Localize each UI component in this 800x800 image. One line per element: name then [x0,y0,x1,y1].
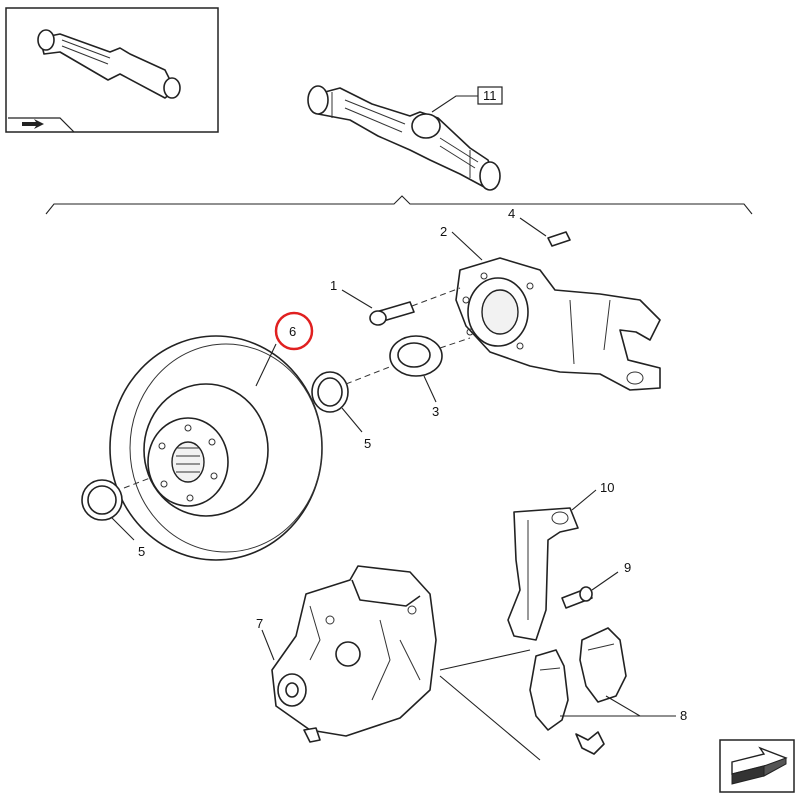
screw-part[interactable] [561,586,593,609]
callout-2[interactable]: 2 [440,224,447,239]
next-page-arrow-icon[interactable] [719,739,795,793]
axle-overview-icon [37,29,181,99]
brake-disc-part[interactable] [109,335,323,561]
callout-11-box [477,86,503,105]
overview-arrow-icon [22,119,44,129]
callout-5-lower[interactable]: 5 [138,544,145,559]
callout-6[interactable]: 6 [289,324,296,339]
bolt-part[interactable] [369,301,415,326]
pin-part[interactable] [547,231,571,247]
callout-8[interactable]: 8 [680,708,687,723]
callout-1[interactable]: 1 [330,278,337,293]
knuckle-part[interactable] [455,257,661,391]
snap-ring-upper-part[interactable] [311,371,349,413]
callout-9[interactable]: 9 [624,560,631,575]
callout-3[interactable]: 3 [432,404,439,419]
callout-4[interactable]: 4 [508,206,515,221]
group-bracket [45,195,753,215]
callout-10[interactable]: 10 [600,480,614,495]
callout-6-highlight [274,311,314,351]
bearing-part[interactable] [389,335,443,377]
axle-shaft-part[interactable] [307,85,501,191]
brake-caliper-part[interactable] [271,565,437,743]
brake-pads-part[interactable] [529,627,627,731]
snap-ring-lower-part[interactable] [81,479,123,521]
callout-11[interactable]: 11 [483,88,497,103]
callout-7[interactable]: 7 [256,616,263,631]
callout-5-upper[interactable]: 5 [364,436,371,451]
caliper-bracket-part[interactable] [507,507,579,641]
overview-thumbnail[interactable] [5,7,219,133]
pad-clip-part[interactable] [575,731,605,755]
